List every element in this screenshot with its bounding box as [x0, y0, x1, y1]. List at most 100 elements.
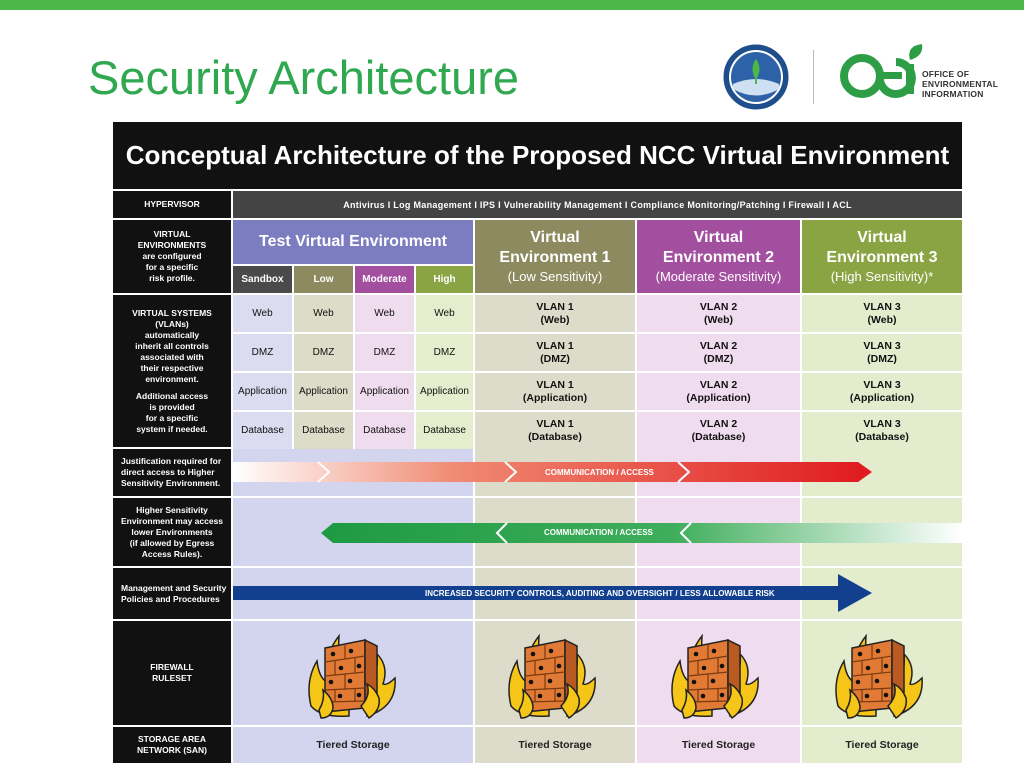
sub-moderate: Moderate — [355, 266, 414, 293]
test-env-cell: Application — [416, 373, 473, 410]
env3-header: Virtual Environment 3 (High Sensitivity)… — [802, 220, 962, 293]
diagram-title: Conceptual Architecture of the Proposed … — [113, 122, 962, 189]
env3-vlan-cell: VLAN 3(DMZ) — [802, 334, 962, 371]
vlan-name: VLAN 1 — [536, 300, 574, 313]
label-line: lower Environments — [131, 526, 213, 537]
vlan-type: (Database) — [691, 430, 746, 443]
communication-label-2: COMMUNICATION / ACCESS — [544, 528, 653, 537]
label-line: RULESET — [152, 673, 192, 683]
test-env-cell: Database — [416, 412, 473, 449]
org-line-2: ENVIRONMENTAL — [922, 79, 999, 89]
label-line: risk profile. — [149, 273, 195, 283]
firewall-icon — [508, 633, 596, 720]
label-line: (if allowed by Egress — [129, 537, 215, 548]
vlan-name: VLAN 2 — [699, 378, 738, 391]
firewall-ruleset-label: FIREWALL RULESET — [113, 621, 231, 725]
env2-header: Virtual Environment 2 (Moderate Sensitiv… — [637, 220, 800, 293]
test-env-cell: DMZ — [416, 334, 473, 371]
label-line: automatically — [144, 329, 200, 340]
hypervisor-label: HYPERVISOR — [113, 191, 231, 218]
env-sensitivity: (High Sensitivity)* — [830, 269, 934, 284]
vlan-name: VLAN 3 — [863, 300, 901, 313]
row-separator — [233, 496, 962, 498]
vlan-type: (Web) — [540, 313, 570, 326]
firewall-icon — [308, 633, 396, 720]
env2-column-bg — [637, 449, 800, 763]
env2-vlan-cell: VLAN 2(Database) — [637, 412, 800, 449]
label-line: inherit all controls — [135, 340, 209, 351]
row-separator — [233, 619, 962, 621]
san-label: STORAGE AREA NETWORK (SAN) — [113, 727, 231, 763]
label-line: Sensitivity Environment. — [121, 478, 221, 488]
test-env-cell: Database — [233, 412, 292, 449]
top-accent-bar — [0, 0, 1024, 10]
vlan-type: (Application) — [686, 391, 751, 404]
firewall-icon — [671, 633, 759, 720]
vlan-type: (Application) — [849, 391, 915, 404]
increased-controls-label: INCREASED SECURITY CONTROLS, AUDITING AN… — [425, 589, 775, 598]
env-title-line: Virtual — [530, 229, 580, 246]
env1-header: Virtual Environment 1 (Low Sensitivity) — [475, 220, 635, 293]
env3-vlan-cell: VLAN 3(Web) — [802, 295, 962, 332]
test-env-cell: Database — [294, 412, 353, 449]
test-env-cell: Web — [416, 295, 473, 332]
label-line: STORAGE AREA — [137, 734, 206, 744]
env-title-line: Environment 3 — [826, 249, 938, 266]
communication-label-1: COMMUNICATION / ACCESS — [545, 468, 654, 477]
label-line: FIREWALL — [150, 662, 194, 672]
env-title-line: Virtual — [693, 229, 744, 246]
vlan-name: VLAN 3 — [863, 378, 901, 391]
label-line: associated with — [140, 351, 204, 362]
vlan-name: VLAN 1 — [536, 339, 574, 352]
vlan-name: VLAN 2 — [699, 339, 738, 352]
env-title-line: Environment 2 — [662, 249, 775, 266]
env1-column-bg — [475, 449, 635, 763]
storage-env1: Tiered Storage — [518, 739, 592, 751]
label-line: Additional access — [135, 390, 209, 401]
label-line: Management and Security — [121, 582, 227, 593]
vlan-type: (Database) — [528, 430, 582, 443]
sub-high: High — [416, 266, 473, 293]
vlan-name: VLAN 3 — [863, 417, 901, 430]
sub-sandbox: Sandbox — [233, 266, 292, 293]
vlan-type: (Web) — [867, 313, 897, 326]
env2-vlan-cell: VLAN 2(Application) — [637, 373, 800, 410]
test-env-cell: DMZ — [233, 334, 292, 371]
row-separator — [233, 566, 962, 568]
vlan-name: VLAN 1 — [536, 378, 574, 391]
env1-vlan-cell: VLAN 1(DMZ) — [475, 334, 635, 371]
env-sensitivity: (Moderate Sensitivity) — [655, 269, 782, 284]
communication-arrow-down — [321, 522, 962, 544]
label-line: ENVIRONMENTS — [137, 240, 207, 250]
label-line: (VLANs) — [155, 318, 189, 329]
test-env-cell: Web — [294, 295, 353, 332]
env3-column-bg — [802, 449, 962, 763]
storage-env3: Tiered Storage — [845, 739, 919, 751]
label-line: Environment may access — [120, 515, 224, 526]
label-line: Justification required for — [121, 456, 222, 466]
label-line: are configured — [142, 251, 202, 261]
test-env-cell: Application — [294, 373, 353, 410]
label-line: direct access to Higher — [121, 467, 215, 477]
label-line: is provided — [149, 401, 195, 412]
firewall-icon — [835, 633, 923, 720]
communication-arrow-up — [233, 461, 872, 483]
env1-vlan-cell: VLAN 1(Web) — [475, 295, 635, 332]
label-line: Access Rules). — [141, 548, 203, 559]
label-line: for a specific — [145, 412, 199, 423]
test-env-column-bg — [233, 449, 473, 763]
architecture-diagram: Conceptual Architecture of the Proposed … — [113, 122, 962, 763]
slide-title: Security Architecture — [88, 51, 520, 104]
virtual-environments-label: VIRTUAL ENVIRONMENTS are configured for … — [113, 220, 231, 293]
storage-test: Tiered Storage — [316, 739, 390, 751]
label-line: environment. — [145, 373, 199, 384]
env-title-line: Virtual — [857, 229, 907, 246]
management-policies-label: Management and Security Policies and Pro… — [113, 568, 231, 619]
vlan-name: VLAN 2 — [699, 300, 738, 313]
vlan-type: (Web) — [704, 313, 733, 326]
label-line: Policies and Procedures — [121, 593, 220, 604]
org-line-1: OFFICE OF — [922, 69, 970, 79]
test-env-cell: Application — [355, 373, 414, 410]
env-sensitivity: (Low Sensitivity) — [507, 269, 603, 284]
test-env-cell: Web — [233, 295, 292, 332]
